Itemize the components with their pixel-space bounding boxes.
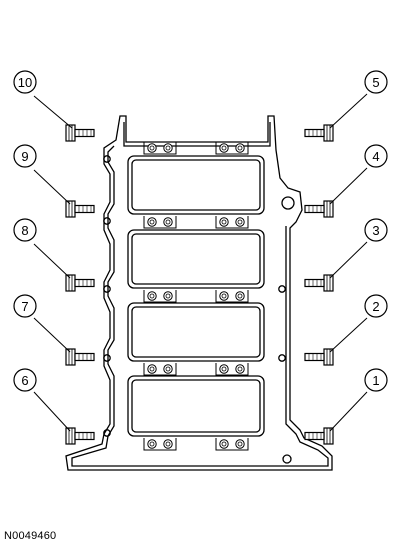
callout-number: 3 [372,223,379,238]
bolt-hole-icon [147,217,245,227]
callout-number: 4 [372,149,379,164]
callout-number: 1 [372,373,379,388]
callout-5: 5 [364,70,388,94]
bolt-hole-icon [147,143,245,153]
callout-number: 6 [21,373,28,388]
callout-number: 9 [21,149,28,164]
bolt-hole-icon [147,439,245,449]
callout-1: 1 [364,368,388,392]
callout-10: 10 [13,70,37,94]
leader-lines [33,93,368,432]
bolt-icon [304,124,334,142]
callout-4: 4 [364,144,388,168]
callout-8: 8 [13,218,37,242]
bearing-cap-bolt-holes [143,142,249,451]
callout-number: 10 [18,75,32,90]
bolt-icon [65,124,95,142]
bolt-hole-icon [147,291,245,301]
bolt-icon [65,200,95,218]
callout-7: 7 [13,294,37,318]
callout-number: 5 [372,75,379,90]
callout-number: 8 [21,223,28,238]
bolt-icon [304,274,334,292]
callout-6: 6 [13,368,37,392]
callout-number: 2 [372,299,379,314]
right-bolts [304,124,334,445]
callout-9: 9 [13,144,37,168]
figure-id: N0049460 [4,530,57,542]
callout-2: 2 [364,294,388,318]
bolt-icon [304,200,334,218]
lower-crankcase-frame [65,115,333,471]
bolt-hole-icon [147,364,245,374]
bolt-icon [304,427,334,445]
callout-3: 3 [364,218,388,242]
callout-number: 7 [21,299,28,314]
bolt-icon [65,274,95,292]
left-bolts [65,124,95,445]
bolt-icon [65,427,95,445]
bolt-icon [304,348,334,366]
bolt-icon [65,348,95,366]
